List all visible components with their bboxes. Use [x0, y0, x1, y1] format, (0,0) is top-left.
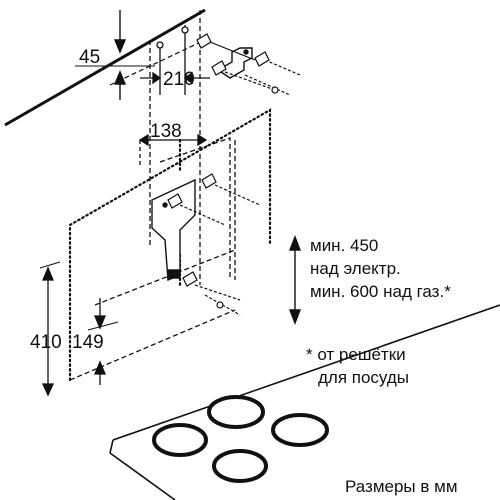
- clearance-line-1: мин. 450: [310, 236, 378, 255]
- screw-upper-4: [244, 74, 291, 96]
- units-caption: Размеры в мм: [345, 477, 458, 496]
- label-149: 149: [72, 332, 104, 353]
- footnote-line-2: для посуды: [318, 368, 409, 387]
- mounting-template: [159, 137, 231, 280]
- screw-upper-3: [211, 60, 276, 91]
- screw-mid-1: [201, 173, 261, 206]
- screw-lower-2: [204, 294, 241, 316]
- dimension-45: [75, 10, 155, 100]
- dimension-149: [87, 298, 119, 385]
- clearance-line-2: над электр.: [310, 259, 401, 278]
- label-410: 410: [30, 332, 62, 353]
- screw-mid-2: [167, 193, 226, 226]
- chimney-outline: [69, 10, 236, 381]
- clearance-dimension: [288, 235, 302, 325]
- screws: [167, 33, 301, 316]
- dimension-210: [140, 25, 210, 95]
- dimension-410: [39, 261, 61, 397]
- clearance-line-3: мин. 600 над газ.*: [310, 282, 451, 301]
- screw-lower-1: [182, 271, 241, 301]
- screw-upper-2: [254, 51, 301, 76]
- ceiling: [4, 8, 206, 127]
- label-138: 138: [150, 121, 182, 142]
- burner-front-right: [212, 449, 268, 483]
- footnote-line-1: * от решётки: [306, 345, 406, 364]
- dimension-138: [138, 133, 208, 165]
- label-45: 45: [79, 47, 100, 68]
- burner-back-left: [207, 395, 265, 429]
- burner-back-right: [271, 413, 329, 447]
- burner-front-left: [152, 423, 208, 457]
- label-210: 210: [163, 69, 195, 90]
- screw-upper-1: [196, 33, 256, 61]
- ceiling-reference-line: [109, 39, 206, 86]
- hood-bracket: [151, 178, 196, 282]
- worktop: [109, 304, 500, 500]
- cooktop-burners: [152, 395, 329, 483]
